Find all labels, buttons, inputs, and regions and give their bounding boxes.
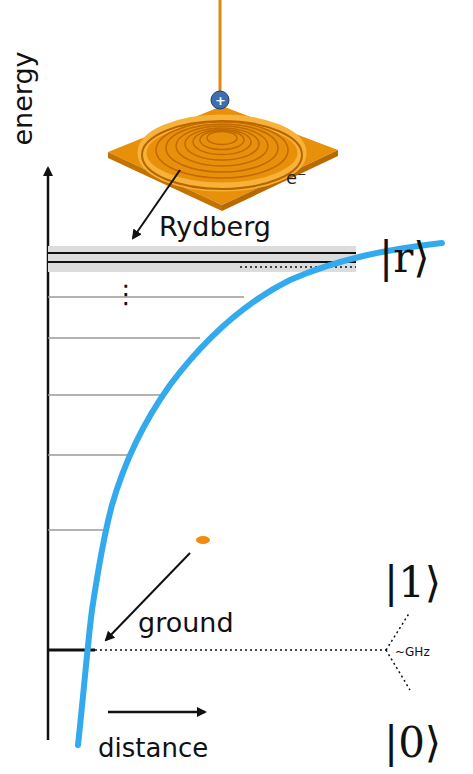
potential-curve (78, 243, 442, 745)
state-ket: |r⟩ (379, 237, 430, 279)
nucleus (211, 91, 229, 109)
potential-spike (219, 0, 222, 92)
orbital-rings (142, 119, 302, 189)
rydberg-level (48, 252, 356, 254)
electron-label: e⁻ (286, 169, 307, 187)
ground-electron (196, 536, 210, 544)
level-label: ground (138, 609, 234, 636)
axis-title: distance (98, 735, 208, 761)
state-ket: |1⟩ (384, 562, 441, 604)
dotted-level (95, 649, 386, 651)
axis-title: energy (9, 51, 36, 145)
rydberg-level (48, 261, 356, 263)
level-label: Rydberg (159, 213, 271, 240)
splitting-line (386, 612, 410, 650)
ellipsis-mark: ⋮ (113, 281, 139, 307)
distance-arrow (108, 711, 205, 714)
orbital-plane (108, 106, 338, 205)
nucleus-sign: + (215, 94, 226, 107)
dotted-level (240, 266, 356, 268)
state-ket: |0⟩ (384, 722, 441, 764)
rydberg-band (48, 246, 356, 272)
frequency-label: ~GHz (395, 646, 430, 658)
